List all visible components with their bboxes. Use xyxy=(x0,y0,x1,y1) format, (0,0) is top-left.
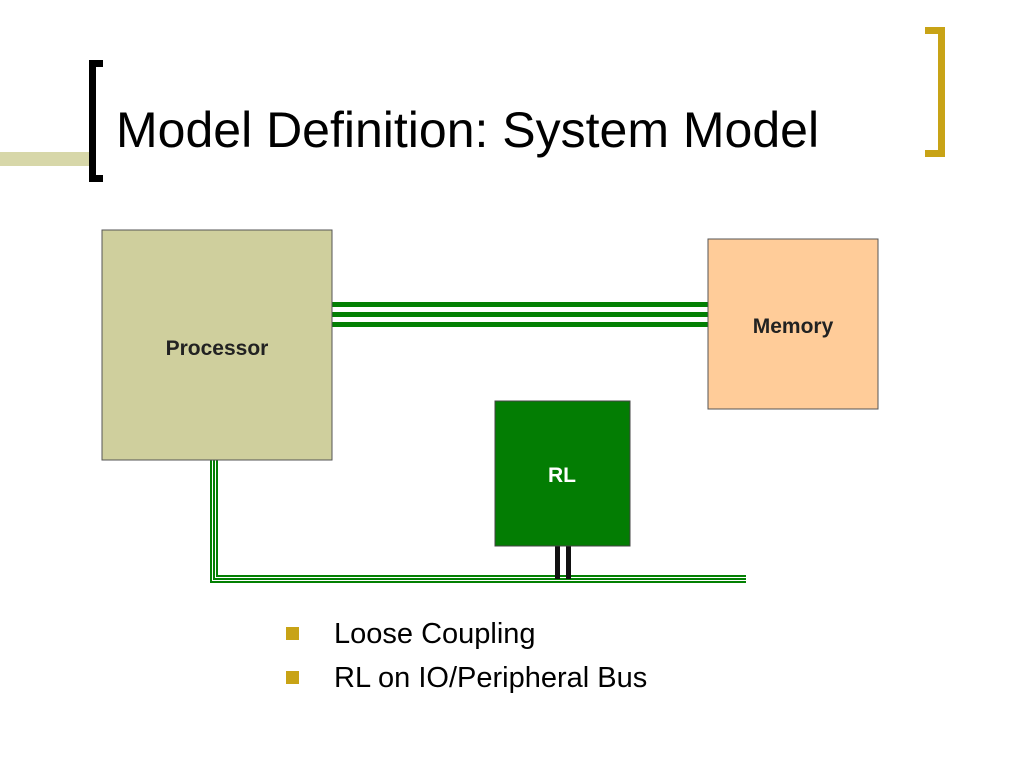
rl-box: RL xyxy=(494,400,631,547)
rl-label: RL xyxy=(548,464,576,487)
peripheral-bus xyxy=(210,460,746,583)
memory-box: Memory xyxy=(707,238,879,410)
left-bracket-decoration xyxy=(89,60,103,182)
rl-bus-connector xyxy=(555,546,571,579)
memory-label: Memory xyxy=(753,315,834,338)
processor-label: Processor xyxy=(166,337,269,360)
bullet-text: Loose Coupling xyxy=(334,618,536,650)
title-accent-bar xyxy=(0,152,95,166)
right-bracket-decoration xyxy=(925,27,945,157)
processor-memory-bus xyxy=(332,302,709,327)
slide-title: Model Definition: System Model xyxy=(116,102,820,158)
bullet-item: RL on IO/Peripheral Bus xyxy=(286,656,647,700)
bullet-item: Loose Coupling xyxy=(286,612,647,656)
processor-box: Processor xyxy=(101,229,333,461)
bullet-text: RL on IO/Peripheral Bus xyxy=(334,662,648,694)
square-bullet-icon xyxy=(286,671,299,684)
bullet-list: Loose Coupling RL on IO/Peripheral Bus xyxy=(286,612,647,700)
square-bullet-icon xyxy=(286,627,299,640)
